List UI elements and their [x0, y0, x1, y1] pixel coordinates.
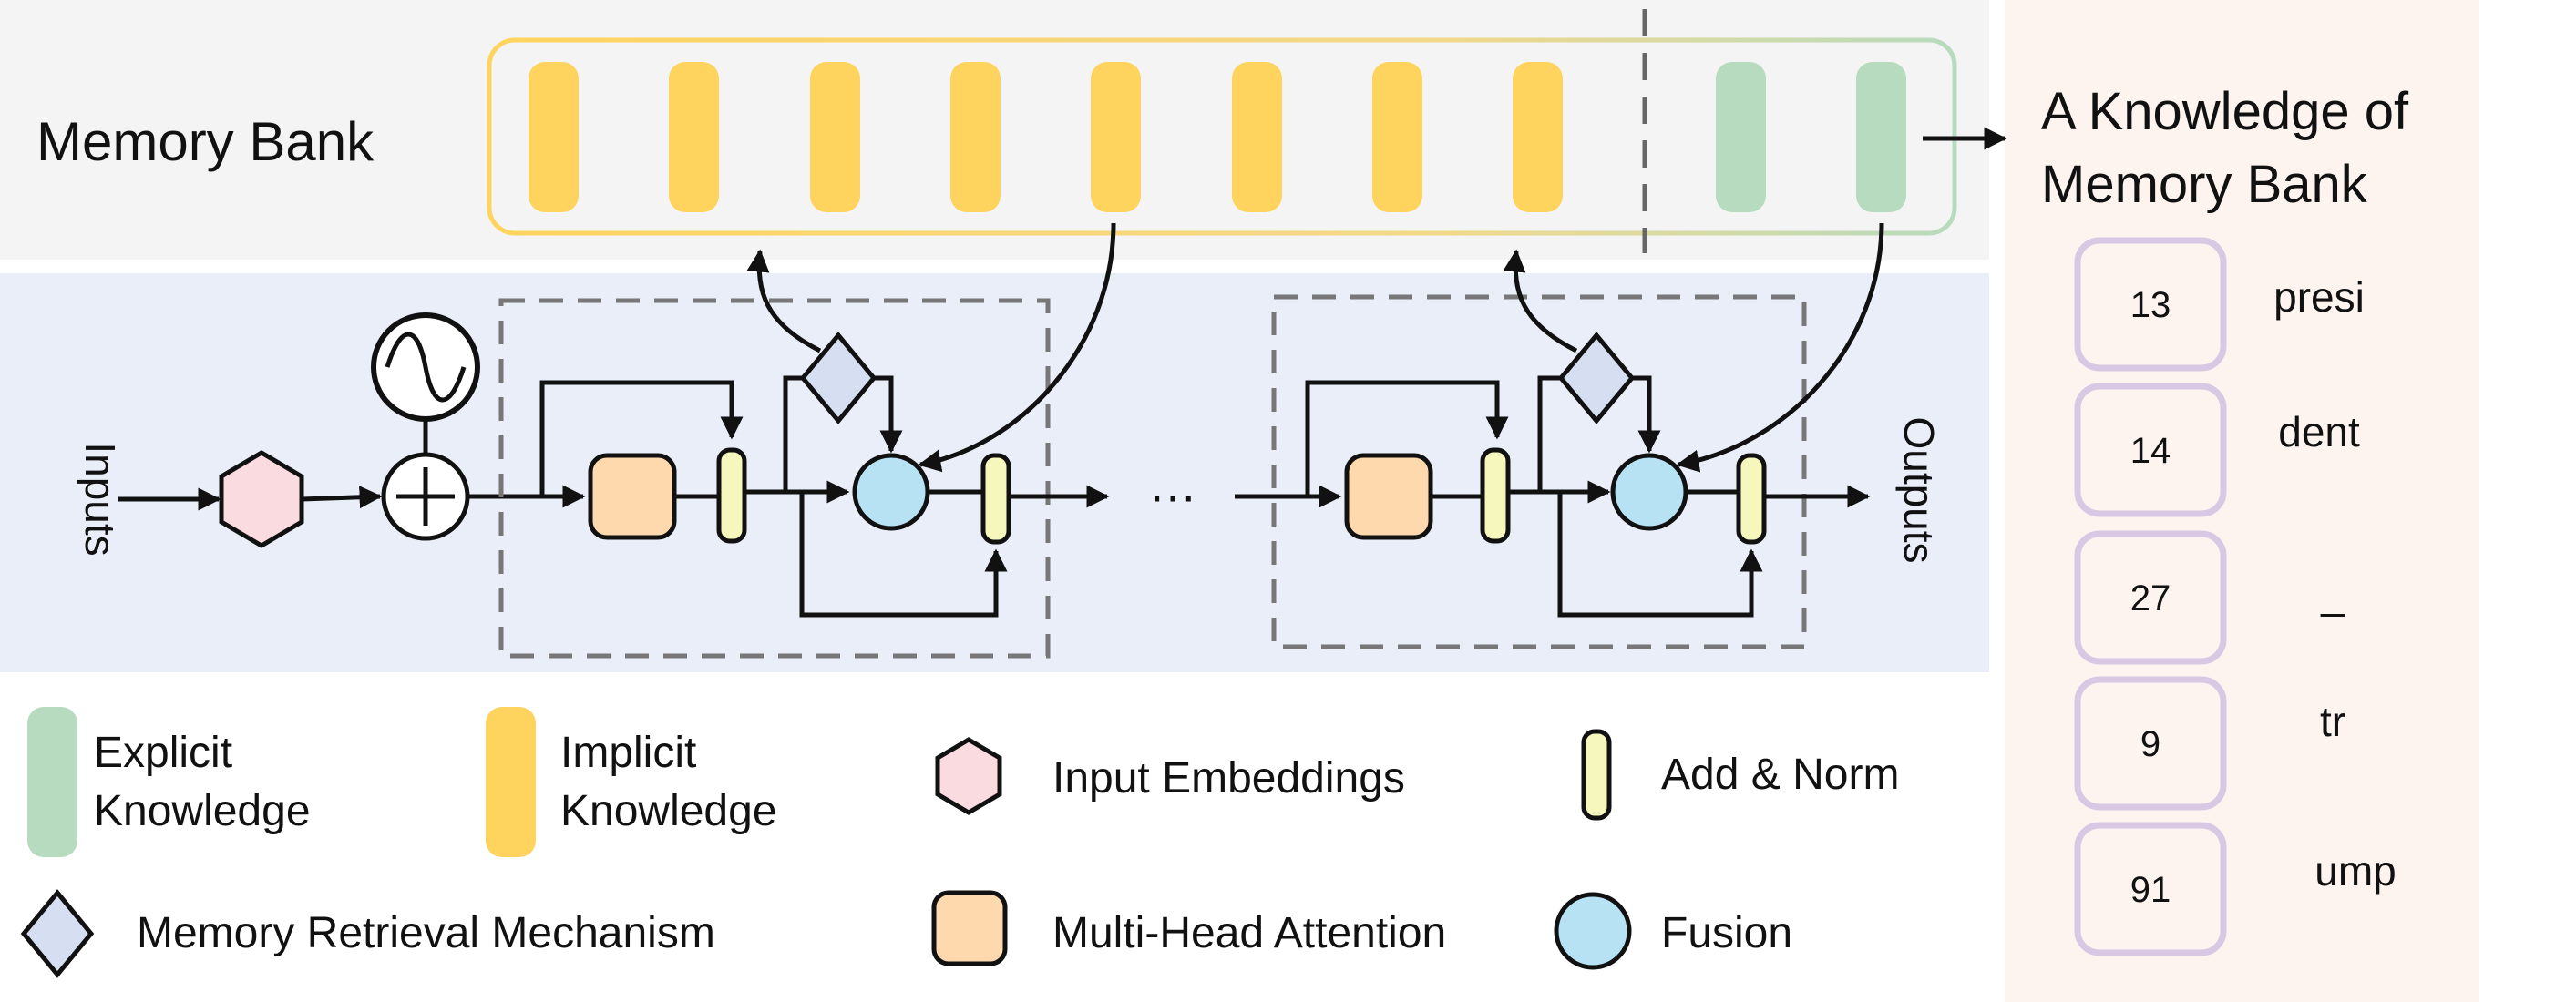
knowledge-entry: 9 tr — [2074, 676, 2345, 811]
token-id: 9 — [2140, 724, 2160, 764]
knowledge-entry: 13 presi — [2074, 237, 2365, 372]
transformer-block-1 — [498, 222, 1116, 659]
legend-implicit-swatch — [486, 707, 536, 857]
legend-add-norm-swatch — [1581, 729, 1612, 821]
residual-skip-arrow — [799, 492, 1008, 618]
retrieval-to-memory-arrow — [746, 249, 822, 353]
legend-fusion-label: Fusion — [1661, 909, 1792, 957]
legend-memory-retrieval-label: Memory Retrieval Mechanism — [137, 909, 715, 957]
legend-input-embeddings-label: Input Embeddings — [1052, 754, 1405, 803]
plus-icon — [396, 467, 455, 526]
residual-skip-arrow — [1557, 492, 1763, 618]
legend-add-norm-label: Add & Norm — [1661, 751, 1899, 799]
add-norm-box — [1736, 453, 1767, 545]
token-id-box — [2074, 383, 2227, 517]
multi-head-attention-box — [588, 453, 677, 540]
token-id: 13 — [2130, 285, 2171, 325]
token-id-box — [2074, 676, 2227, 811]
legend-input-embeddings-hexagon — [935, 737, 1002, 815]
legend-implicit-label-line2: Knowledge — [560, 787, 777, 835]
block-dashed-border — [1271, 294, 1807, 649]
knowledge-entry: 91 ump — [2074, 822, 2396, 956]
memory-retrieval-diamond — [1557, 332, 1636, 424]
embedding-to-add-arrow — [301, 486, 383, 509]
legend-fusion-circle — [1554, 892, 1632, 970]
memory-slots — [529, 62, 1906, 212]
input-embeddings-hexagon — [219, 450, 304, 548]
retrieval-to-fusion-arrow — [874, 375, 903, 454]
implicit-knowledge-slot — [1513, 62, 1563, 212]
legend-memory-retrieval-diamond — [20, 889, 95, 978]
legend-multi-head-attention-label: Multi-Head Attention — [1052, 909, 1446, 957]
token-text: ump — [2314, 847, 2396, 895]
sine-wave — [385, 332, 467, 403]
block-dashed-border — [498, 298, 1051, 659]
retrieval-branch — [1537, 375, 1561, 492]
legend-implicit-label-line1: Implicit — [560, 729, 696, 777]
inputs-label: Inputs — [77, 442, 124, 556]
knowledge-panel-title-line2: Memory Bank — [2041, 155, 2368, 214]
token-id: 14 — [2130, 431, 2171, 471]
ellipsis: ··· — [1149, 470, 1196, 523]
implicit-knowledge-slot — [1091, 62, 1141, 212]
implicit-knowledge-slot — [1232, 62, 1282, 212]
explicit-knowledge-slot — [1856, 62, 1906, 212]
residual-skip-arrow — [1305, 380, 1509, 496]
outputs-label: Outputs — [1895, 416, 1943, 563]
implicit-knowledge-slot — [669, 62, 719, 212]
add-norm-box — [980, 453, 1011, 545]
token-text: _ — [2320, 570, 2345, 618]
token-id: 27 — [2130, 578, 2171, 619]
memory-to-fusion-arrow — [918, 222, 1116, 473]
token-id-box — [2074, 237, 2227, 372]
legend-explicit-swatch — [27, 707, 77, 857]
memory-retrieval-diamond — [799, 332, 877, 424]
token-text: tr — [2320, 698, 2345, 745]
multi-head-attention-box — [1344, 453, 1433, 540]
legend-explicit-label-line2: Knowledge — [94, 787, 311, 835]
memory-to-fusion-arrow — [1676, 222, 1884, 473]
token-text: presi — [2273, 273, 2365, 321]
add-norm-box — [1480, 447, 1511, 544]
token-id-box — [2074, 822, 2227, 956]
token-id: 91 — [2130, 870, 2171, 910]
residual-skip-arrow — [539, 380, 744, 496]
legend-multi-head-attention-swatch — [931, 890, 1008, 966]
explicit-knowledge-slot — [1716, 62, 1766, 212]
knowledge-entry: 27 _ — [2074, 530, 2345, 665]
knowledge-entries: 13 presi 14 dent 27 _ 9 tr 91 ump — [2074, 237, 2396, 956]
retrieval-to-fusion-arrow — [1632, 375, 1661, 454]
knowledge-entry: 14 dent — [2074, 383, 2360, 517]
retrieval-branch — [783, 375, 802, 492]
retrieval-to-memory-arrow — [1503, 249, 1578, 353]
fusion-circle — [852, 453, 930, 531]
transformer-block-2 — [1271, 222, 1884, 649]
token-text: dent — [2278, 408, 2360, 455]
implicit-knowledge-slot — [810, 62, 860, 212]
token-id-box — [2074, 530, 2227, 665]
legend-explicit-label-line1: Explicit — [94, 729, 232, 777]
implicit-knowledge-slot — [950, 62, 1001, 212]
memory-bank-title: Memory Bank — [36, 111, 375, 172]
add-norm-box — [716, 447, 747, 544]
knowledge-panel-title-line1: A Knowledge of — [2041, 82, 2409, 141]
fusion-circle — [1610, 453, 1688, 531]
implicit-knowledge-slot — [529, 62, 579, 212]
legend: Explicit Knowledge Implicit Knowledge In… — [20, 707, 1899, 978]
implicit-knowledge-slot — [1372, 62, 1422, 212]
